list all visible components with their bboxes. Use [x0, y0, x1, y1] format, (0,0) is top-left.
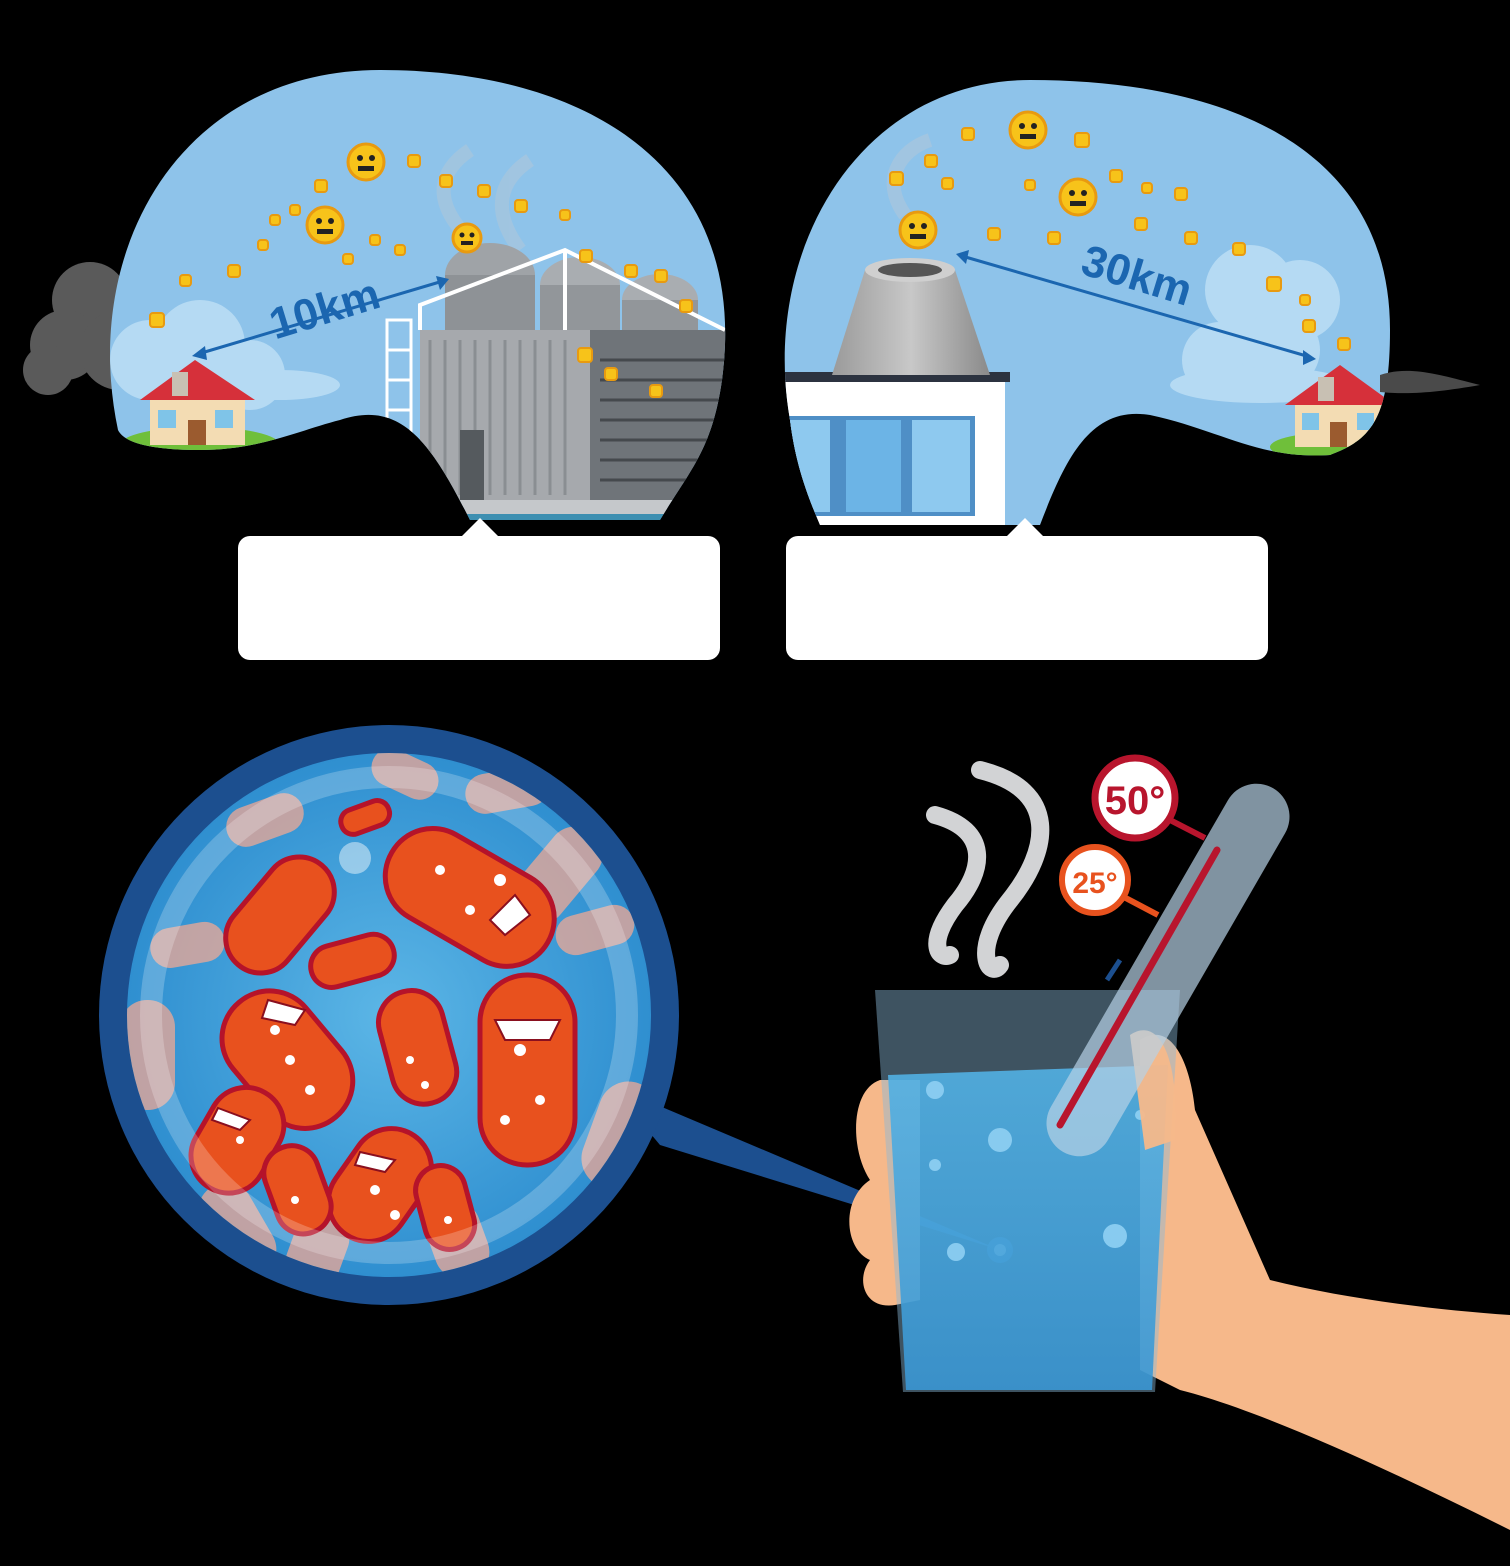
bacteria-icon: [261, 1143, 334, 1237]
bacteria-icon: [477, 972, 578, 1168]
bacteria-icon: [451, 222, 483, 254]
bacteria-icon: [376, 988, 460, 1107]
bacteria-icon: [308, 931, 397, 990]
caption-left-text: [238, 536, 720, 576]
bacteria-icon: [305, 205, 345, 245]
caption-box-right: [786, 536, 1268, 660]
bacteria-cluster: [127, 753, 651, 1277]
smoke-icon: [1380, 370, 1480, 394]
bacteria-icon: [382, 825, 557, 969]
airborne-bacteria: [889, 110, 1351, 351]
bacteria-icon: [413, 1163, 478, 1252]
bacteria-icon: [326, 1126, 434, 1244]
left-sky-bubble: 10km: [23, 70, 726, 520]
magnifier-lens-icon: [99, 725, 1013, 1305]
airborne-bacteria: [149, 142, 693, 398]
distance-arrow-left: [192, 276, 449, 360]
right-sky-bubble: 30km: [784, 80, 1480, 525]
steam-icon: [886, 133, 933, 220]
caption-right-text: [786, 536, 1268, 576]
caption-box-left: [238, 536, 720, 660]
distance-arrow-right: [956, 250, 1316, 365]
bacteria-icon: [898, 210, 938, 250]
bacteria-icon: [1058, 177, 1098, 217]
bacteria-icon: [1008, 110, 1048, 150]
thermometer-icon: 50° 25°: [1046, 754, 1290, 1157]
steam-icon: [926, 761, 1050, 978]
bacteria-icon: [223, 854, 337, 976]
temp-mark-high: 50°: [1105, 779, 1166, 823]
bacteria-icon: [346, 142, 386, 182]
temp-mark-low: 25°: [1072, 867, 1117, 900]
bacteria-icon: [338, 798, 393, 837]
chimney-building-icon: [785, 258, 1010, 525]
